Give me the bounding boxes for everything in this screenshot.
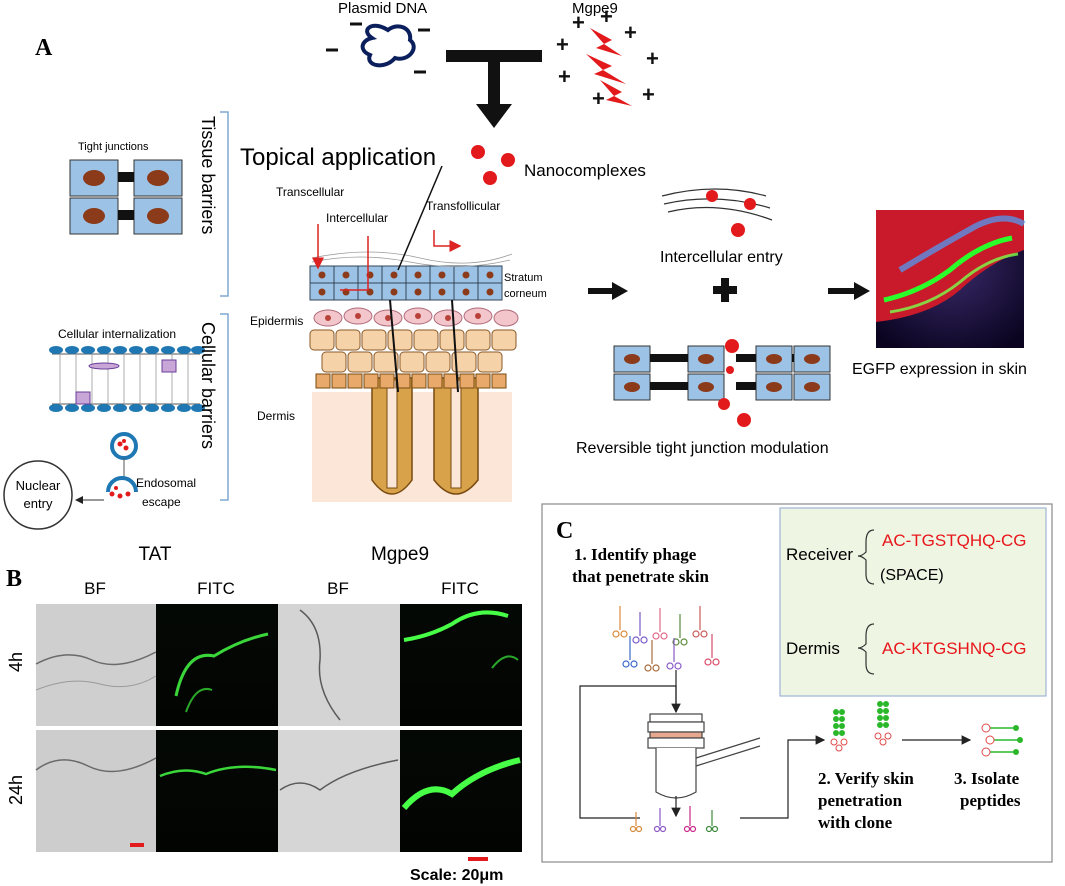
phage-library-icon [612,606,720,672]
plasmid-dna-icon [326,22,430,74]
transcellular-label: Transcellular [276,185,344,199]
tight-junction-cells-icon [69,159,183,235]
svg-text:+: + [646,46,659,71]
row-label-24h: 24h [6,775,26,805]
output-phage-icon [629,806,719,833]
step3-line2: peptides [960,791,1021,810]
row-label-4h: 4h [6,652,26,672]
cell-membrane-icon [49,346,205,499]
dermis-label: Dermis [257,409,295,423]
egfp-expression-label: EGFP expression in skin [852,361,1027,378]
micrograph-grid [35,604,522,852]
isolated-peptides-icon [981,723,1023,757]
endosomal-label-1: Endosomal [136,476,196,490]
receiver-brace [857,529,875,585]
dermis-sequence: AC-KTGSHNQ-CG [882,639,1027,658]
mgpe9-lightning-icon [586,28,632,106]
egfp-image [876,210,1026,348]
tissue-barriers-label: Tissue barriers [198,116,218,234]
panel-a-label: A [35,35,53,61]
col-label-fitc-2: FITC [441,579,479,598]
receiver-sequence: AC-TGSTQHQ-CG [882,531,1027,550]
step1-line1: 1. Identify phage [574,545,697,564]
flow-arrow-2 [828,282,870,300]
col-label-fitc-1: FITC [197,579,235,598]
step2-line1: 2. Verify skin [818,769,914,788]
step2-line3: with clone [818,813,893,832]
plus-sign [713,278,737,302]
mgpe9-label: Mgpe9 [572,0,618,17]
clone-phage-icon [830,701,892,752]
panel-b-label: B [6,566,22,592]
diffusion-column-icon [647,713,761,799]
intercellular-entry-icon [661,188,773,237]
svg-text:+: + [572,10,585,35]
nanocomplexes-label: Nanocomplexes [524,161,646,180]
svg-text:+: + [556,32,569,57]
nuclear-entry-label-2: entry [24,496,53,511]
peptide-box [779,507,1047,697]
group-label-tat: TAT [138,544,171,565]
panel-c-label: C [556,518,573,544]
stratum-label-2: corneum [504,288,547,300]
svg-text:+: + [624,20,637,45]
cellular-barriers-label: Cellular barriers [198,322,218,449]
svg-text:+: + [642,82,655,107]
tight-junctions-label: Tight junctions [78,141,149,153]
output-to-clone-arrow [740,735,826,819]
cellular-barriers-bracket [220,313,229,501]
dermis-brace [857,623,875,675]
endosomal-label-2: escape [142,495,181,509]
col-label-bf-2: BF [327,579,349,598]
step1-line2: that penetrate skin [572,567,709,586]
nuclear-entry-label-1: Nuclear [16,478,61,493]
cellular-internalization-label: Cellular internalization [58,327,176,341]
step3-line1: 3. Isolate [954,769,1020,788]
intercellular-entry-label: Intercellular entry [660,249,783,266]
group-label-mgpe9: Mgpe9 [371,544,429,565]
receiver-label: Receiver [786,545,853,564]
svg-text:+: + [592,86,605,111]
scale-label: Scale: 20μm [410,867,503,884]
tissue-barriers-bracket [220,111,229,297]
svg-text:+: + [600,4,613,29]
plasmid-dna-label: Plasmid DNA [338,0,427,17]
epidermis-label: Epidermis [250,314,303,328]
plus-charges: + + + + + + + + [556,4,659,111]
scale-bar [468,857,488,861]
transfollicular-label: Transfollicular [426,199,500,213]
reversible-tj-label: Reversible tight junction modulation [576,440,829,457]
topical-application-label: Topical application [240,144,436,171]
skin-cross-section [309,165,519,502]
flow-arrow-1 [588,282,628,300]
receiver-note: (SPACE) [880,567,944,584]
merge-arrow [446,50,542,128]
intercellular-label: Intercellular [326,211,388,225]
stratum-label-1: Stratum [504,272,543,284]
nucleus-icon [3,460,73,530]
reversible-tj-cells-icon [613,339,831,427]
dermis-peptide-label: Dermis [786,639,840,658]
col-label-bf-1: BF [84,579,106,598]
nanocomplex-particles [471,145,515,185]
step2-line2: penetration [818,791,903,810]
svg-text:+: + [558,64,571,89]
